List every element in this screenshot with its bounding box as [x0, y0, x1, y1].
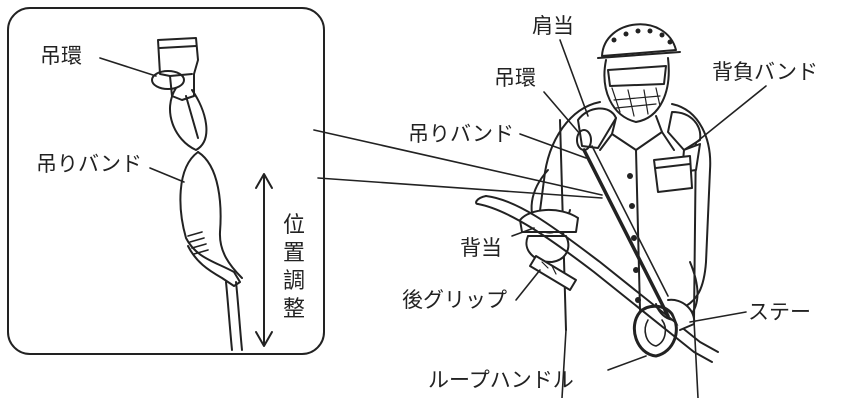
snap-hook	[168, 87, 208, 151]
body-hanger-ring-label: 吊環	[494, 66, 536, 90]
body-hanging-band-label: 吊りバンド	[408, 122, 515, 146]
face	[603, 57, 670, 123]
inset-hanger-ring	[151, 70, 185, 90]
inset-hanging-band-label: 吊りバンド	[36, 152, 143, 176]
back-pad	[519, 208, 579, 233]
position-adjust-label: 位置調整	[282, 213, 305, 323]
stay-label: ステー	[748, 300, 811, 324]
rear-grip-label: 後グリップ	[402, 288, 507, 312]
connector-line-bottom	[317, 177, 603, 199]
back-band-label: 背負バンド	[712, 60, 819, 84]
connector-line-top	[313, 129, 603, 196]
helmet	[601, 23, 677, 57]
shoulder-pad-label: 肩当	[532, 14, 574, 38]
rear-grip	[529, 255, 577, 291]
inset-hanger-ring-label: 吊環	[40, 44, 82, 68]
loop-handle-label: ループハンドル	[428, 368, 574, 392]
loop-handle	[632, 304, 678, 358]
shaft	[485, 195, 719, 353]
chest-pocket	[653, 155, 693, 193]
inset-hanging-band	[179, 151, 241, 287]
back-pad-label: 背当	[460, 236, 502, 260]
hook-clip	[157, 37, 199, 101]
body-hanging-band	[582, 148, 670, 318]
shoulder-pad	[577, 107, 617, 149]
inset-frame	[7, 7, 325, 355]
goggles	[607, 65, 667, 87]
